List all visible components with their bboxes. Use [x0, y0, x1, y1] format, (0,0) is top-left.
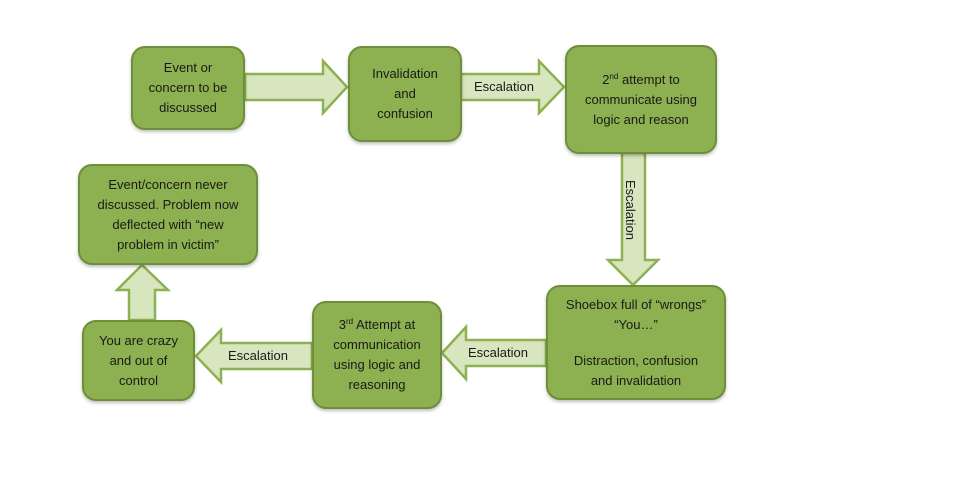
node-invalidation-and-confusion: Invalidation and confusion: [348, 46, 462, 142]
node-text-line: discussed. Problem now: [97, 196, 239, 212]
edge-label-escalation: Escalation: [474, 79, 534, 94]
node-you-are-crazy: You are crazy and out of control: [82, 320, 195, 401]
node-second-attempt: 2nd attempt to communicate using logic a…: [565, 45, 717, 154]
node-text-line: concern to be: [148, 80, 228, 95]
node-text-line: and out of: [109, 352, 168, 368]
node-text-line: 3rd Attempt at: [338, 317, 416, 332]
arrow-event-to-invalidation: [243, 57, 349, 117]
node-text-line: using logic and: [333, 357, 421, 372]
node-text-line: Shoebox full of “wrongs”: [565, 296, 707, 312]
node-text-line: discussed: [159, 100, 217, 115]
node-text-line: deflected with “new: [112, 216, 224, 232]
node-text-line: communicate using: [585, 91, 697, 107]
arrow-third-to-crazy: [194, 326, 314, 386]
node-text-line: and: [394, 86, 416, 101]
edge-label-escalation: Escalation: [623, 180, 638, 240]
node-text-line: communication: [333, 337, 421, 352]
edge-label-escalation: Escalation: [228, 348, 288, 363]
arrow-second-to-shoebox: [604, 151, 662, 287]
arrow-crazy-to-never-discussed: [113, 263, 172, 322]
node-text-line: problem in victim”: [117, 236, 219, 252]
node-text-line: control: [118, 372, 159, 388]
node-text-line: confusion: [377, 106, 433, 121]
node-third-attempt: 3rd Attempt at communication using logic…: [312, 301, 442, 409]
node-text-line: Invalidation: [372, 66, 438, 81]
node-text-line: You are crazy: [98, 332, 178, 348]
node-text-line: Event or: [163, 60, 213, 75]
node-text-line: Distraction, confusion: [573, 352, 699, 368]
node-text-line: reasoning: [348, 377, 406, 392]
edge-label-escalation: Escalation: [468, 345, 528, 360]
node-shoebox-full-of-wrongs: Shoebox full of “wrongs” “You…” Distract…: [546, 285, 726, 400]
arrow-invalidation-to-second: [459, 57, 566, 117]
node-text-line: 2nd attempt to: [602, 71, 680, 87]
node-never-discussed: Event/concern never discussed. Problem n…: [78, 164, 258, 265]
node-text-line: “You…”: [614, 316, 658, 332]
node-text-line: Event/concern never: [108, 176, 228, 192]
arrow-shoebox-to-third: [440, 323, 548, 383]
node-text-line: logic and reason: [593, 111, 689, 127]
node-text-line: and invalidation: [590, 372, 682, 388]
node-event-or-concern: Event or concern to be discussed: [131, 46, 245, 130]
